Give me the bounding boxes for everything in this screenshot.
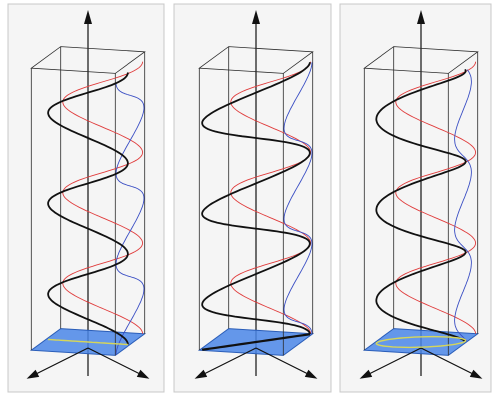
vertical-axis-arrowhead (417, 10, 425, 24)
panel-2 (173, 3, 332, 393)
x-axis-arrowhead (26, 369, 40, 379)
vertical-axis-arrowhead (84, 10, 92, 24)
panel-1 (7, 3, 165, 393)
polarization-trace (201, 333, 311, 351)
box-top-face (363, 46, 479, 74)
polarization-trace (48, 338, 128, 346)
x-component-curve (230, 61, 312, 334)
x-axis-arrowhead (194, 369, 208, 379)
x-axis-arrowhead (359, 369, 373, 379)
x-component-curve (395, 61, 477, 334)
box-top-face (198, 46, 314, 74)
box-top-face (30, 46, 146, 74)
x-axis-line (364, 347, 422, 377)
vertical-axis-arrowhead (252, 10, 260, 24)
x-component-curve (62, 61, 144, 334)
y-component-curve (283, 62, 313, 335)
y-axis-line (420, 347, 478, 377)
y-component-curve (454, 69, 472, 342)
wireframe-box (198, 46, 314, 356)
panel-frame (339, 3, 492, 393)
wireframe-box (363, 46, 479, 356)
polarization-trace (375, 335, 467, 349)
y-axis-arrowhead (136, 369, 150, 379)
field-vector-curve (375, 68, 467, 343)
field-vector-curve (47, 72, 129, 345)
panel-3 (339, 3, 492, 393)
field-vector-curve (201, 62, 311, 335)
x-axis-line (199, 347, 257, 377)
y-axis-arrowhead (304, 369, 318, 379)
x-axis-line (31, 347, 89, 377)
wireframe-box (30, 46, 146, 356)
y-component-curve (115, 82, 145, 355)
y-axis-line (87, 347, 145, 377)
y-axis-arrowhead (469, 369, 483, 379)
y-axis-line (255, 347, 313, 377)
